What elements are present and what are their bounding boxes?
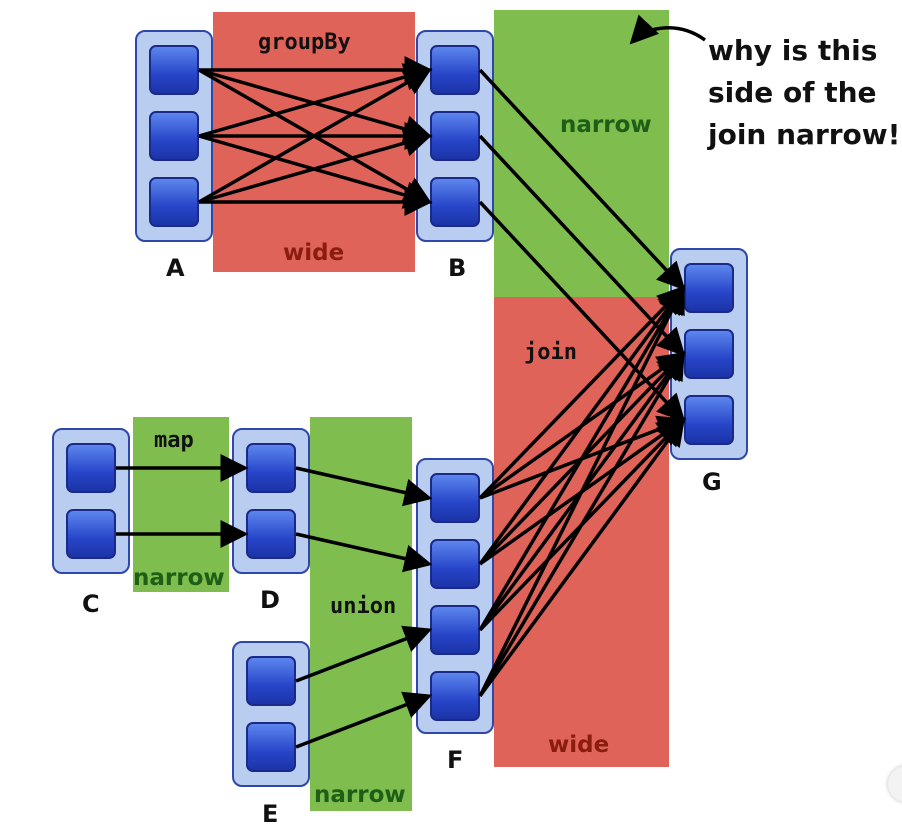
node-label-f: F xyxy=(447,746,464,774)
annotation-line-2: side of the xyxy=(708,76,877,109)
groupby-label: groupBy xyxy=(258,30,351,55)
edge-e0-f2 xyxy=(295,625,433,683)
annotation-line-3: join narrow!? xyxy=(708,118,902,151)
map-narrow-region xyxy=(133,417,229,592)
edge-a2-b1 xyxy=(198,129,433,204)
node-label-g: G xyxy=(702,468,722,496)
b-to-g-narrow-label: narrow xyxy=(560,112,652,138)
partition-f2 xyxy=(430,605,480,655)
edge-f0-g0 xyxy=(478,285,686,500)
partition-c1 xyxy=(66,509,116,559)
edge-f3-g1 xyxy=(478,350,685,697)
partition-b1 xyxy=(430,111,480,161)
partition-c0 xyxy=(66,443,116,493)
edge-b1-g1 xyxy=(478,134,686,357)
partition-e1 xyxy=(246,722,296,772)
edge-d0-f0 xyxy=(295,466,433,507)
partition-b0 xyxy=(430,45,480,95)
partition-g0 xyxy=(684,263,734,313)
partition-g1 xyxy=(684,329,734,379)
union-narrow-label: narrow xyxy=(314,782,406,808)
partition-f0 xyxy=(430,473,480,523)
partition-a1 xyxy=(149,111,199,161)
join-label: join xyxy=(524,340,577,365)
edge-b2-g2 xyxy=(478,200,686,423)
partition-e0 xyxy=(246,656,296,706)
groupby-wide-label: wide xyxy=(283,240,345,266)
curved-pointer-arrow xyxy=(629,14,707,45)
edge-f1-g0 xyxy=(478,285,686,566)
node-label-a: A xyxy=(166,254,185,282)
edge-d1-f1 xyxy=(295,532,433,573)
partition-a2 xyxy=(149,177,199,227)
partition-a0 xyxy=(149,45,199,95)
node-label-c: C xyxy=(82,590,100,618)
partition-d0 xyxy=(246,443,296,493)
annotation-text: why is this side of the join narrow!? xyxy=(708,30,902,156)
edge-f2-g0 xyxy=(478,284,685,631)
groupby-wide-region xyxy=(213,12,415,272)
node-label-e: E xyxy=(262,800,279,828)
annotation-line-1: why is this xyxy=(708,34,878,67)
map-narrow-label: narrow xyxy=(133,565,225,591)
node-label-b: B xyxy=(448,254,467,282)
partition-g2 xyxy=(684,395,734,445)
union-label: union xyxy=(330,594,397,619)
edge-a2-b0 xyxy=(198,68,433,204)
edge-e1-f3 xyxy=(295,691,433,749)
edge-f3-g0 xyxy=(478,284,685,697)
edge-f3-g2 xyxy=(478,417,686,698)
join-wide-label: wide xyxy=(548,732,610,758)
map-label: map xyxy=(154,428,194,453)
edge-a1-b0 xyxy=(198,63,433,138)
node-label-d: D xyxy=(260,586,280,614)
edge-b0-g0 xyxy=(478,68,686,291)
corner-button[interactable] xyxy=(888,766,902,802)
